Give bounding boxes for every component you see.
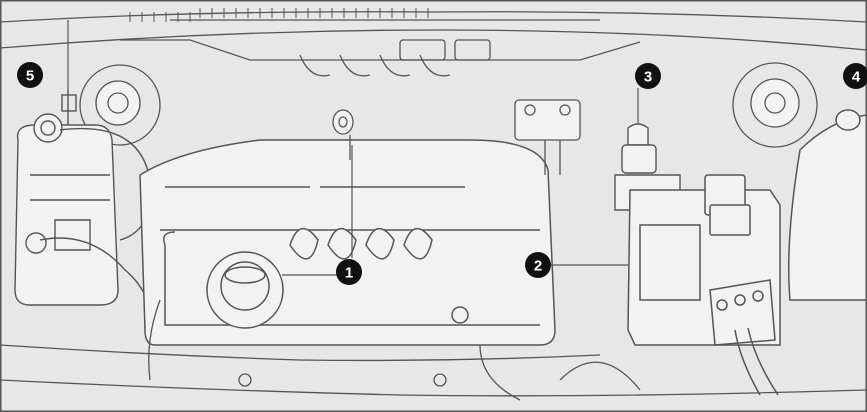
callout-2: 2 — [525, 252, 551, 278]
callout-1: 1 — [336, 259, 362, 285]
callout-1-label: 1 — [345, 265, 353, 282]
callout-4-label: 4 — [852, 69, 861, 86]
callout-2-label: 2 — [534, 258, 542, 275]
callout-5: 5 — [17, 62, 43, 88]
callout-3-label: 3 — [644, 69, 652, 86]
engine-cover — [140, 140, 555, 345]
callout-5-label: 5 — [26, 68, 34, 85]
oil-filler-cap — [207, 252, 283, 328]
callout-3: 3 — [635, 63, 661, 89]
